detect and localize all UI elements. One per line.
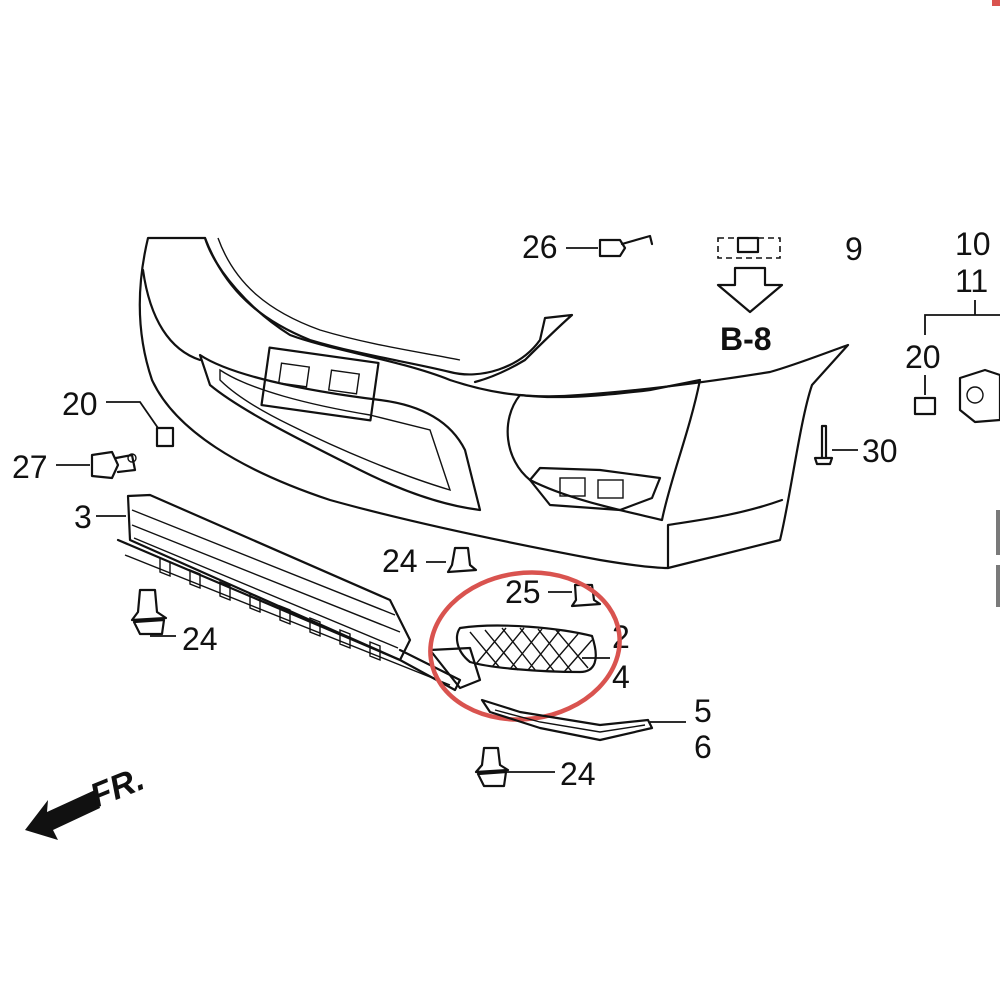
reference-label: B-8 [720, 321, 772, 357]
callout-24-mid-label: 24 [382, 543, 418, 579]
edge-mark-1 [996, 510, 1000, 555]
front-direction-arrow: FR. [25, 760, 150, 840]
callout-26-label: 26 [522, 229, 558, 265]
callout-20-right-label: 20 [905, 339, 941, 375]
callout-3-label: 3 [74, 499, 92, 535]
callout-30: 30 [813, 424, 898, 469]
grille-slats [159, 556, 381, 662]
callout-20-left-label: 20 [62, 386, 98, 422]
callout-6-label: 6 [694, 729, 712, 765]
lower-grille: 3 [74, 493, 482, 692]
callout-9-label: 9 [845, 231, 863, 267]
callout-11-label: 11 [955, 263, 988, 299]
highlight-circle [428, 570, 622, 722]
edge-mark-2 [996, 565, 1000, 607]
callout-26: 26 [522, 229, 654, 265]
callout-24-mid: 24 [382, 543, 478, 579]
callout-25-label: 25 [505, 574, 541, 610]
callout-20-left: 20 [62, 386, 175, 448]
fog-garnish: 25 2 4 [428, 570, 630, 722]
callout-10-label: 10 [955, 226, 991, 262]
callout-27: 27 [12, 449, 137, 485]
callout-24-bottom: 24 [474, 746, 596, 792]
callout-4-label: 4 [612, 659, 630, 695]
clip-9: 9 B-8 [716, 231, 863, 357]
corner-mark [992, 0, 1000, 6]
bumper-cover [138, 236, 850, 570]
arrow-icon [25, 790, 100, 840]
garnish-mesh [469, 627, 593, 673]
callout-24-left-label: 24 [182, 621, 218, 657]
lower-strip: 5 6 [480, 693, 712, 765]
callout-24-bottom-label: 24 [560, 756, 596, 792]
callout-10-11: 10 11 20 [905, 226, 1000, 424]
callout-24-left: 24 [130, 588, 218, 657]
callout-30-label: 30 [862, 433, 898, 469]
callout-5-label: 5 [694, 693, 712, 729]
callout-27-label: 27 [12, 449, 48, 485]
